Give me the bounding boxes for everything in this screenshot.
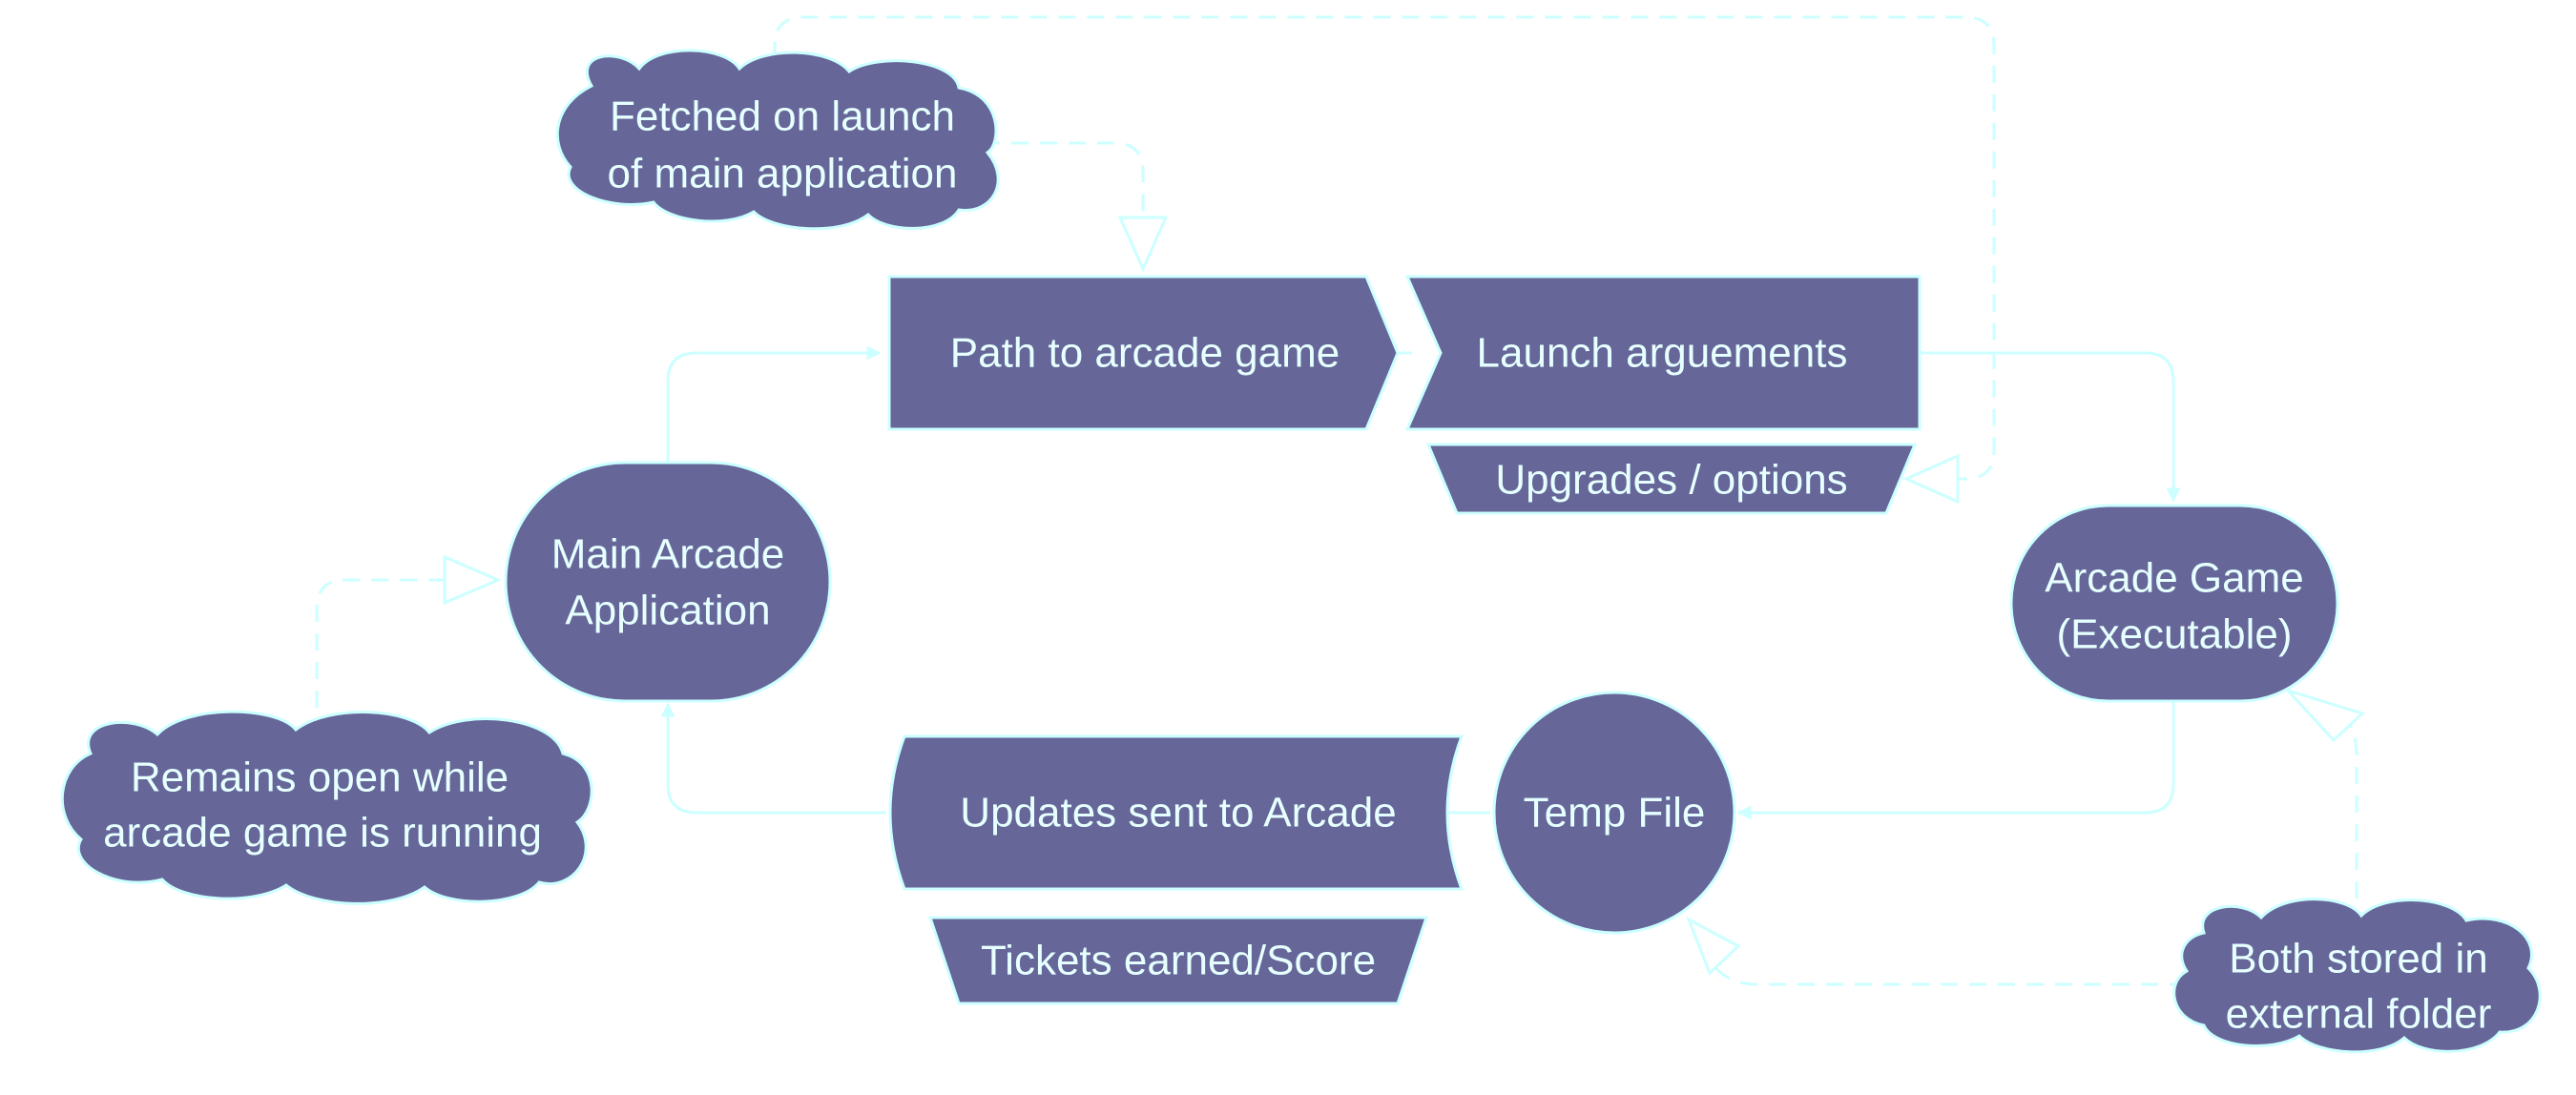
node-label: Tickets earned/Score [981,938,1376,984]
hollow-arrowhead-temp-file [1686,916,1741,976]
edge-stored-note-to-temp-file [1712,964,2187,986]
note-label: Both stored in [2229,936,2488,982]
node-label: Updates sent to Arcade [960,790,1396,837]
node-tickets-earned-score[interactable]: Tickets earned/Score [927,916,1429,1005]
node-label: Application [565,588,770,634]
edge-launch-args-to-arcade-game [1920,351,2181,503]
nodes: Main Arcade Application Path to arcade g… [504,275,2339,1005]
note-label: Remains open while [131,754,509,801]
note-fetched-on-launch[interactable]: Fetched on launch of main application [555,49,1000,231]
edge-fetched-note-to-upgrades [773,15,1996,481]
edge-main-app-to-path [666,345,882,463]
note-label: external folder [2226,991,2492,1038]
edge-remains-open-note-to-main-app [315,578,448,708]
node-label: Upgrades / options [1495,457,1847,504]
edges [315,15,2365,986]
edge-arcade-game-to-temp-file [1736,701,2175,820]
hollow-arrowhead-main-app [443,554,502,606]
note-label: Fetched on launch [610,93,955,140]
edge-stored-note-to-arcade-game [2343,715,2358,899]
node-arcade-game-executable[interactable]: Arcade Game (Executable) [2009,504,2339,703]
edge-fetched-note-to-path [983,141,1145,215]
node-updates-sent-to-arcade[interactable]: Updates sent to Arcade [888,734,1465,891]
hollow-arrowhead-arcade-game [2283,687,2365,743]
node-label: Arcade Game [2045,555,2303,602]
edge-updates-to-main-app [660,702,885,815]
node-main-arcade-application[interactable]: Main Arcade Application [504,461,832,703]
note-both-stored[interactable]: Both stored in external folder [2172,898,2542,1054]
node-path-to-arcade-game[interactable]: Path to arcade game [887,275,1400,431]
node-label: (Executable) [2056,611,2292,658]
node-upgrades-options[interactable]: Upgrades / options [1425,443,1918,515]
hollow-arrowhead-path [1117,216,1169,273]
note-label: arcade game is running [103,810,542,857]
notes: Fetched on launch of main application Re… [60,49,2542,1054]
node-label: Temp File [1524,790,1706,837]
node-label: Path to arcade game [950,330,1340,377]
node-label: Main Arcade [551,531,785,578]
note-label: of main application [608,151,958,197]
hollow-arrowhead-upgrades [1902,453,1960,505]
node-temp-file[interactable]: Temp File [1492,691,1736,935]
note-remains-open[interactable]: Remains open while arcade game is runnin… [60,710,593,905]
node-label: Launch arguements [1477,330,1848,377]
node-launch-arguements[interactable]: Launch arguements [1404,275,1922,431]
